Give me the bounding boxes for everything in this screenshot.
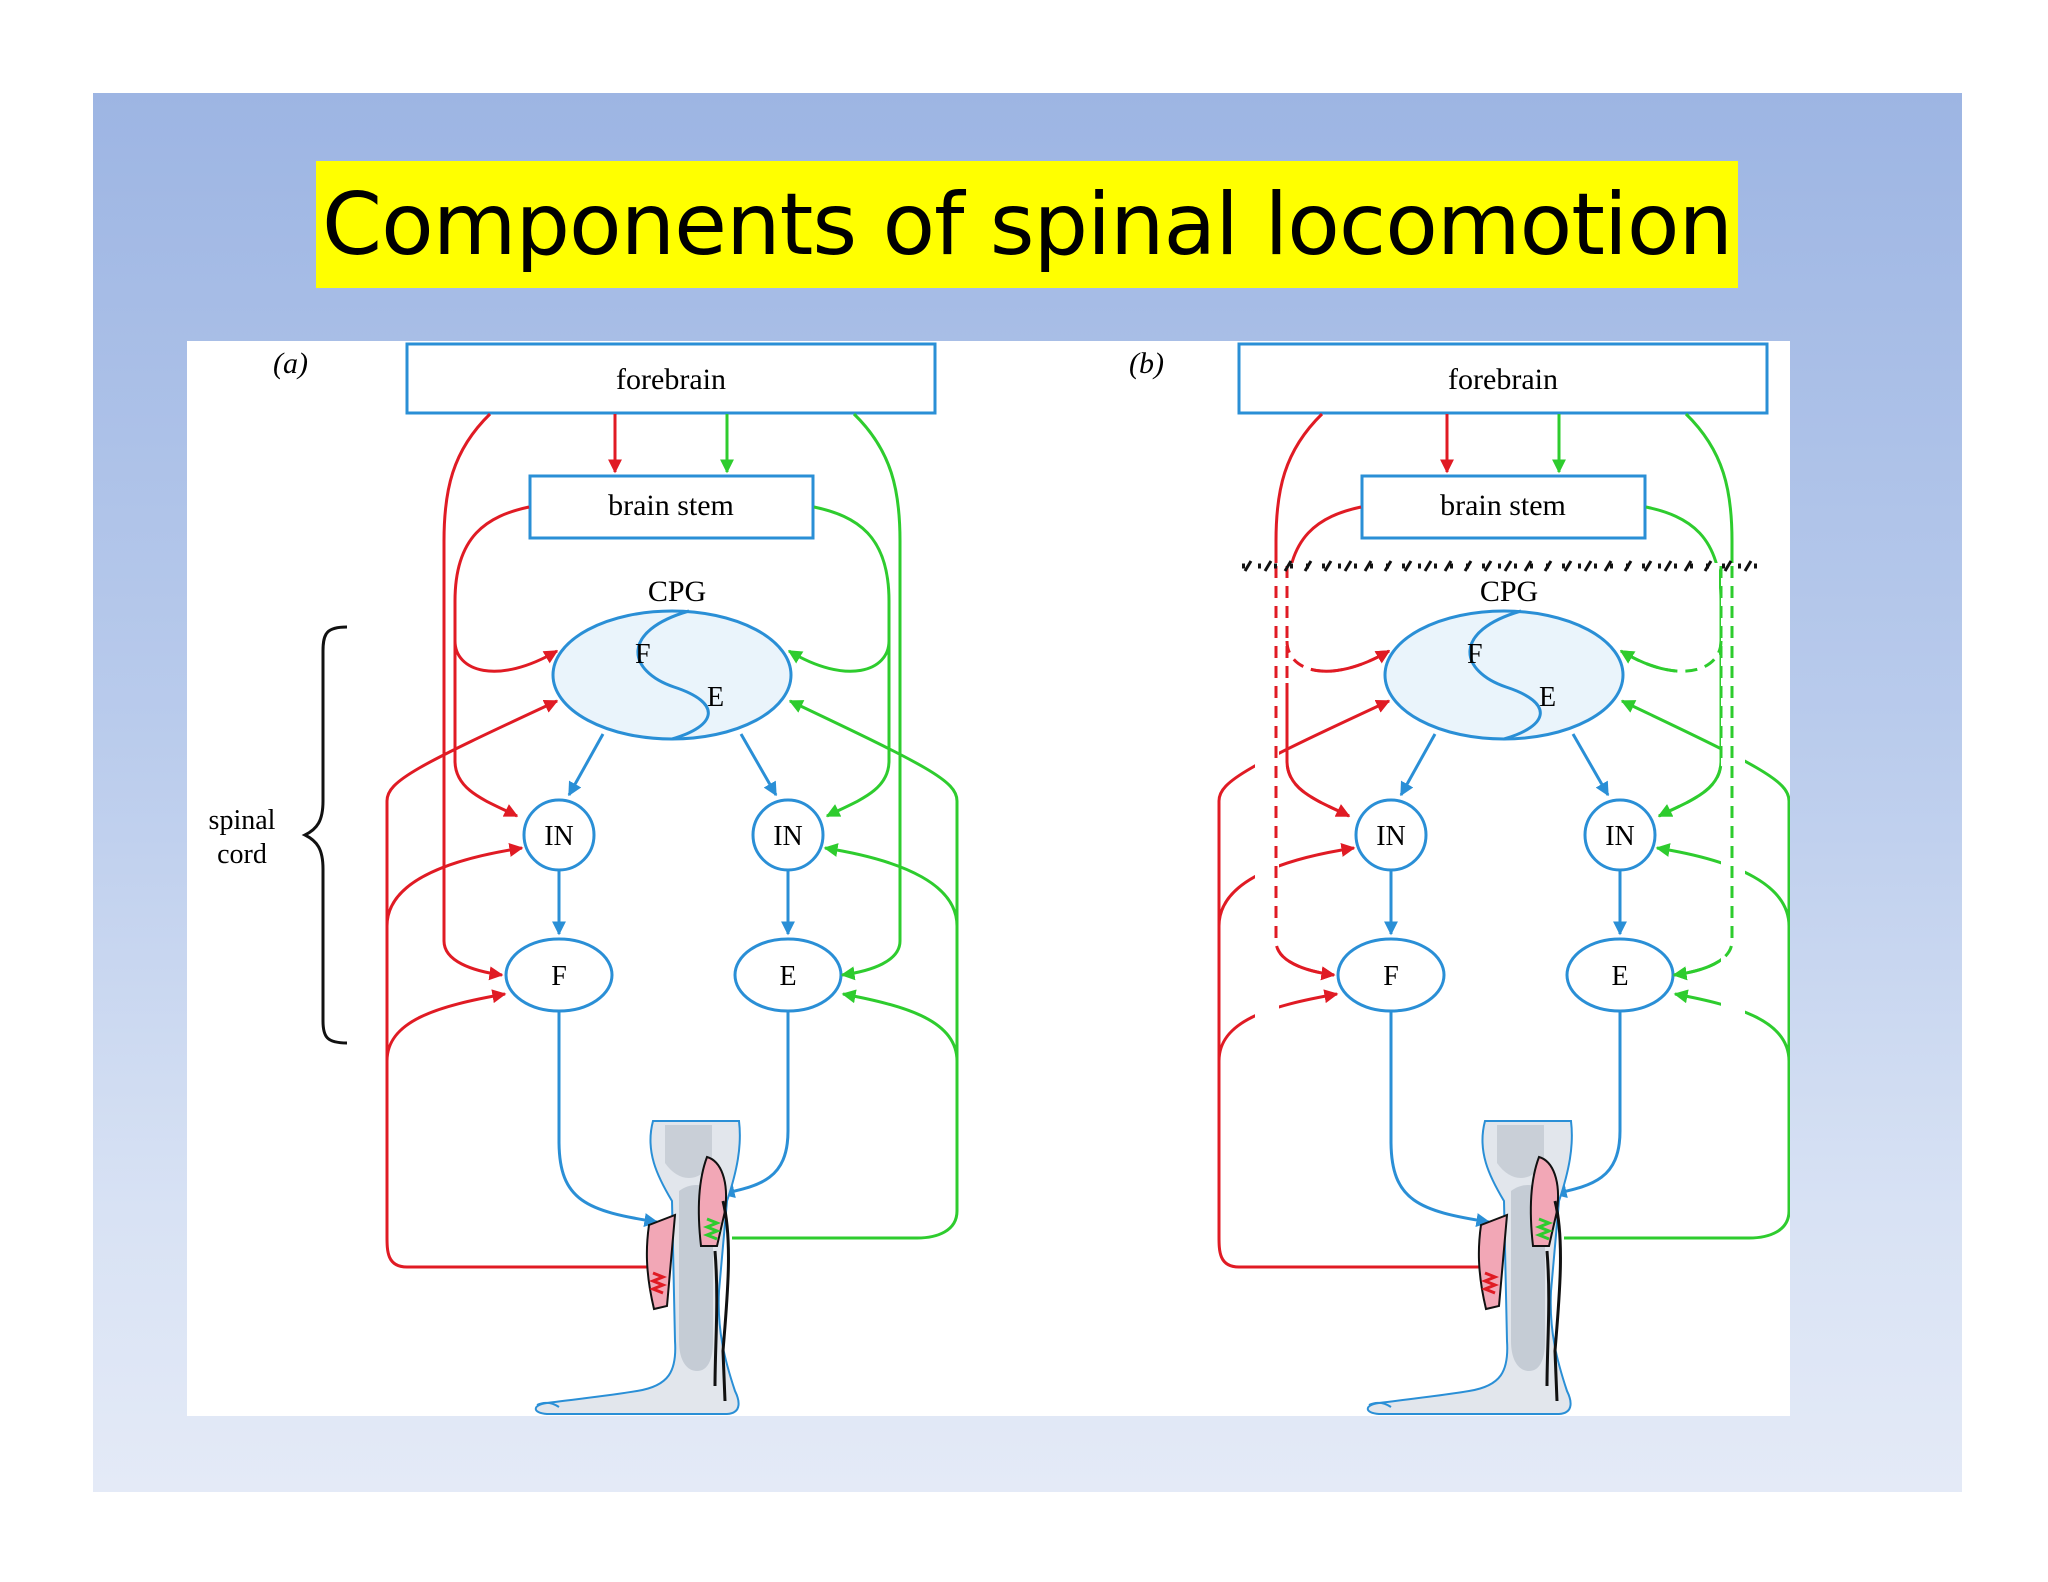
spinal-label: spinal: [209, 805, 276, 836]
spinal-cord-brace: [301, 625, 348, 1045]
forebrain-label-b: forebrain: [1448, 363, 1558, 396]
interneuron-flexor-label-b: IN: [1376, 821, 1406, 852]
locomotion-diagram: (a) forebrain brain stem CPG F E IN IN F…: [187, 341, 1790, 1416]
cpg-extensor-label-a: E: [707, 682, 724, 713]
brainstem-label-b: brain stem: [1440, 489, 1566, 522]
motoneuron-extensor-label-a: E: [779, 961, 796, 992]
brainstem-label-a: brain stem: [608, 489, 734, 522]
motoneuron-flexor-label-b: F: [1383, 961, 1399, 992]
interneuron-extensor-label-b: IN: [1605, 821, 1635, 852]
forebrain-label-a: forebrain: [616, 363, 726, 396]
interneuron-extensor-label-a: IN: [773, 821, 803, 852]
panel-a: (a) forebrain brain stem CPG F E IN IN F…: [209, 344, 957, 1414]
motoneuron-flexor-label-a: F: [551, 961, 567, 992]
cpg-flexor-label-a: F: [635, 639, 651, 670]
cpg-label-a: CPG: [648, 575, 706, 608]
panel-label-a: (a): [273, 347, 308, 380]
motoneuron-extensor-label-b: E: [1611, 961, 1628, 992]
lesion-overlay: [1242, 560, 1767, 1028]
title-banner: Components of spinal locomotion: [316, 161, 1738, 288]
page-title: Components of spinal locomotion: [322, 174, 1733, 275]
panel-b: (b) forebrain brain stem CPG F E IN IN F…: [1129, 344, 1789, 1414]
cpg-flexor-label-b: F: [1467, 639, 1483, 670]
cord-label: cord: [217, 839, 267, 870]
cpg-label-b: CPG: [1480, 575, 1538, 608]
panel-label-b: (b): [1129, 347, 1164, 380]
interneuron-flexor-label-a: IN: [544, 821, 574, 852]
cpg-extensor-label-b: E: [1539, 682, 1556, 713]
